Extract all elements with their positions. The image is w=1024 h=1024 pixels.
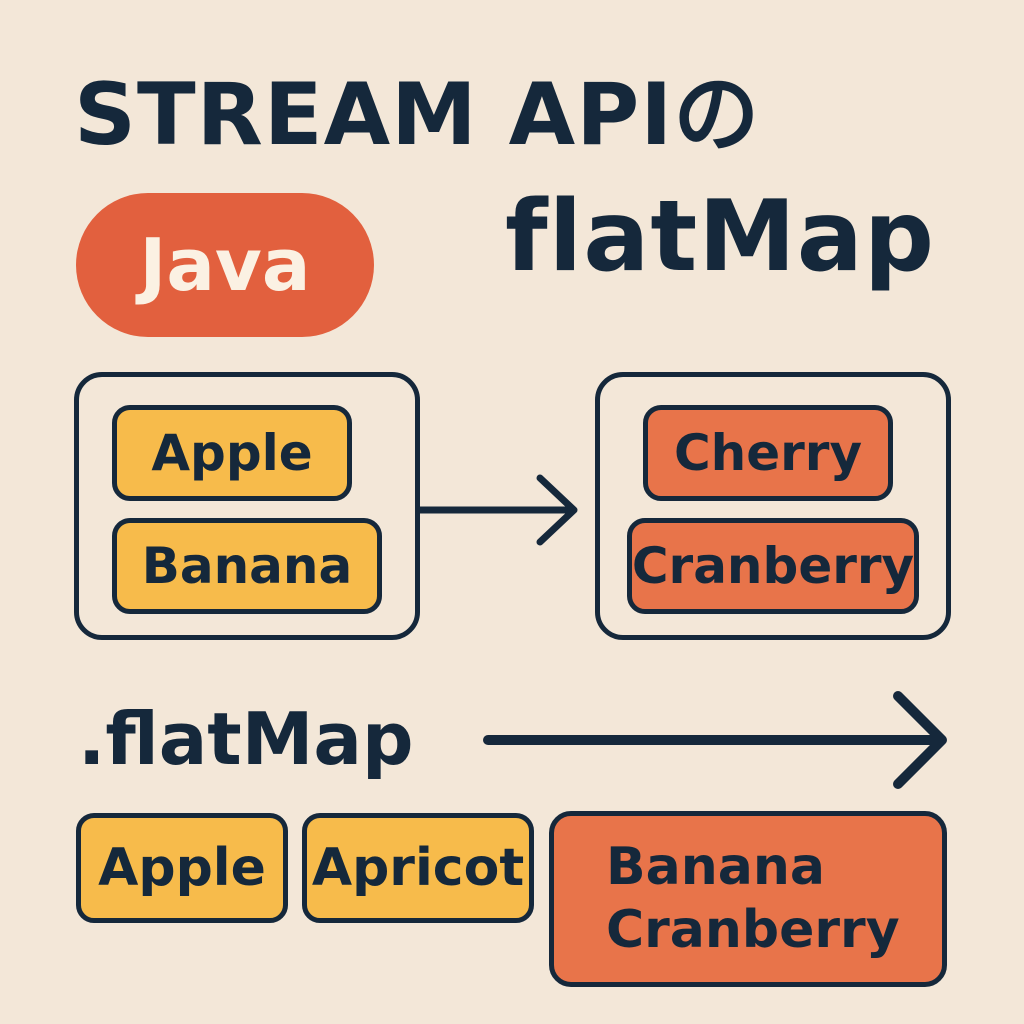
result-item-apricot: Apricot <box>302 813 534 923</box>
output-item-cranberry: Cranberry <box>627 518 919 614</box>
output-item-cherry: Cherry <box>643 405 893 501</box>
title-line-2: flatMap <box>505 180 936 294</box>
result-merged-banana: Banana <box>606 836 825 897</box>
input-item-apple: Apple <box>112 405 352 501</box>
group-arrow-head-icon <box>536 474 578 546</box>
java-badge: Java <box>76 193 374 337</box>
input-group-box <box>74 372 420 640</box>
output-group-box <box>595 372 951 640</box>
flatmap-arrow-head-icon <box>893 691 947 789</box>
result-merged-box: Banana Cranberry <box>549 811 947 987</box>
input-item-banana: Banana <box>112 518 382 614</box>
result-merged-cranberry: Cranberry <box>606 900 900 960</box>
flatmap-operation-label: .flatMap <box>78 697 414 781</box>
result-item-apple: Apple <box>76 813 288 923</box>
title-line-1: STREAM APIの <box>74 65 761 165</box>
